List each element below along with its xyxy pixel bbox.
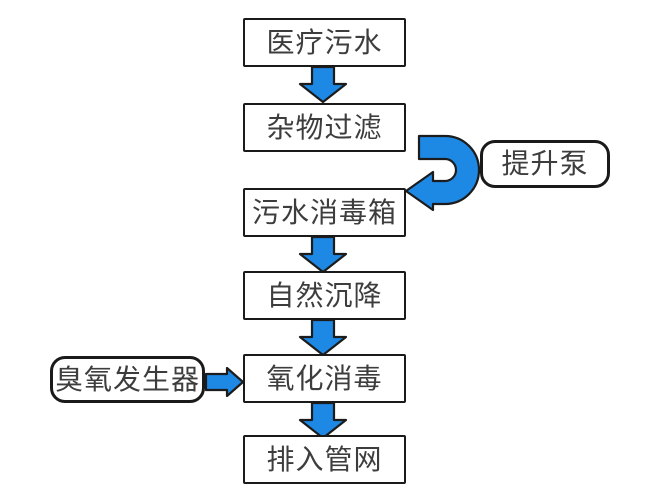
flow-arrow-down-2 (298, 236, 348, 273)
node-debris-filtration: 杂物过滤 (243, 103, 406, 152)
u-turn-arrow-icon (404, 134, 481, 212)
down-arrow-icon (298, 319, 348, 356)
flow-arrow-right-ozone (205, 367, 245, 397)
node-medical-wastewater: 医疗污水 (243, 18, 406, 67)
node-lift-pump: 提升泵 (480, 140, 610, 188)
flow-arrow-down-3 (298, 319, 348, 356)
right-arrow-icon (205, 367, 245, 397)
node-ozone-generator: 臭氧发生器 (50, 356, 205, 403)
node-discharge-pipe-network: 排入管网 (243, 435, 406, 484)
flow-arrow-down-4 (298, 402, 348, 439)
flow-arrow-down-1 (298, 66, 348, 103)
down-arrow-icon (298, 402, 348, 439)
node-oxidation-disinfection: 氧化消毒 (243, 354, 406, 403)
node-natural-sedimentation: 自然沉降 (243, 271, 406, 320)
flow-arrow-uturn-pump (404, 134, 481, 212)
down-arrow-icon (298, 66, 348, 103)
node-sewage-disinfection-tank: 污水消毒箱 (243, 188, 406, 237)
down-arrow-icon (298, 236, 348, 273)
